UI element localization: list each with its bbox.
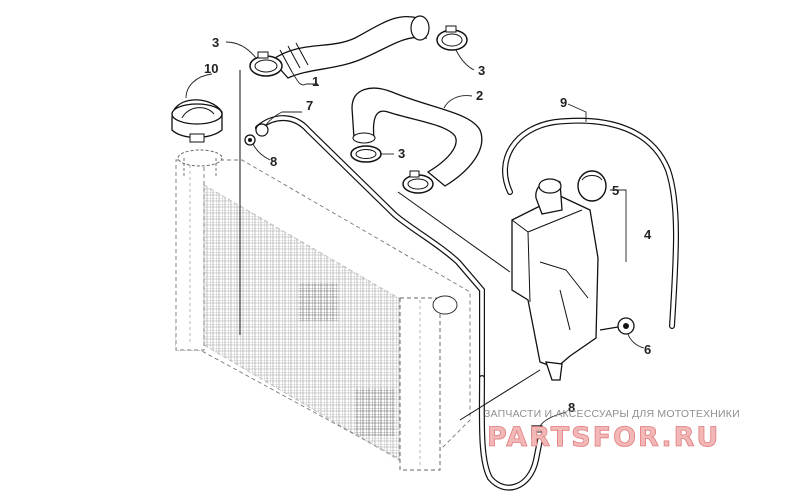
lower-radiator-hose xyxy=(351,87,483,187)
watermark-brand: PARTSFOR.RU xyxy=(487,422,720,453)
coolant-reservoir xyxy=(511,170,635,381)
callout-5: 5 xyxy=(612,183,619,198)
hose-clamp-top-left xyxy=(249,51,283,77)
upper-radiator-hose xyxy=(271,15,430,79)
leader-lines xyxy=(185,41,645,427)
radiator-cap xyxy=(171,99,223,143)
hose-clamp-middle xyxy=(350,145,382,163)
radiator xyxy=(175,149,471,471)
callout-4: 4 xyxy=(644,227,652,242)
callout-10: 10 xyxy=(204,61,218,76)
callout-6: 6 xyxy=(644,342,651,357)
callout-1: 1 xyxy=(312,74,319,89)
callout-9: 9 xyxy=(560,95,567,110)
overflow-hose-7 xyxy=(255,115,485,383)
watermark-subtitle: ЗАПЧАСТИ И АКСЕССУАРЫ ДЛЯ МОТОТЕХНИКИ xyxy=(484,408,740,420)
callout-3-top-right: 3 xyxy=(478,63,485,78)
hose-clamp-top-right xyxy=(436,25,468,51)
callout-7: 7 xyxy=(306,98,313,113)
callout-8-lower: 8 xyxy=(568,400,575,415)
callout-3-middle: 3 xyxy=(398,146,405,161)
small-clamp-lower xyxy=(531,425,543,439)
small-clamp-upper xyxy=(244,134,256,146)
callout-8-upper: 8 xyxy=(270,154,277,169)
hose-clamp-lower xyxy=(402,170,434,194)
watermark: ЗАПЧАСТИ И АКСЕССУАРЫ ДЛЯ МОТОТЕХНИКИ PA… xyxy=(484,408,740,453)
overflow-hose-9 xyxy=(502,117,679,329)
callouts: 1 2 3 3 3 4 5 6 7 8 8 9 10 xyxy=(204,35,652,415)
return-hose xyxy=(478,375,543,491)
callout-2: 2 xyxy=(476,88,483,103)
callout-3-top-left: 3 xyxy=(212,35,219,50)
